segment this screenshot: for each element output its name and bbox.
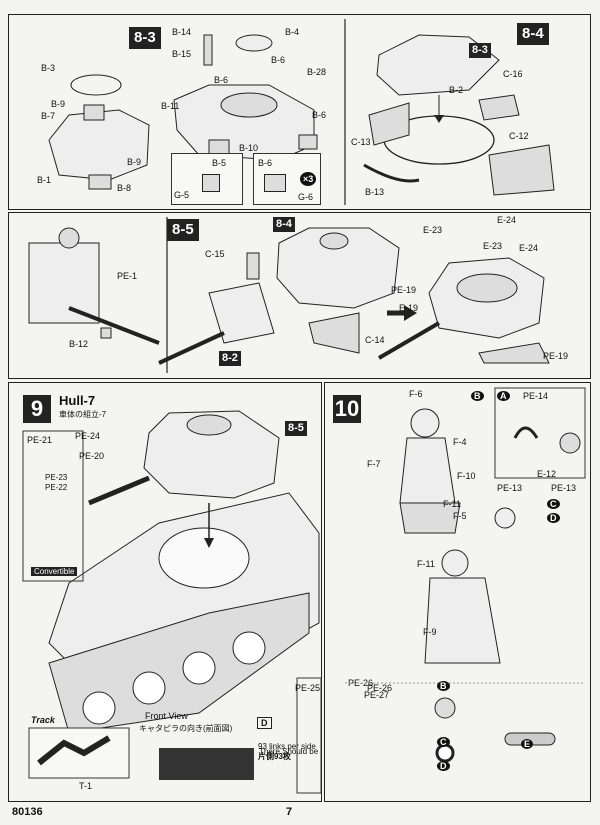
part-pe22: PE-22 xyxy=(45,483,68,492)
part-b9-a: B-9 xyxy=(51,99,66,109)
part-pe14: PE-14 xyxy=(523,391,549,401)
part-f6: F-6 xyxy=(409,389,423,399)
part-b9-b: B-9 xyxy=(127,157,142,167)
part-f10: F-10 xyxy=(457,471,476,481)
step-8-3-ref-badge: 8-3 xyxy=(469,43,491,58)
front-view-jp: キャタピラの向き(前面図) xyxy=(139,724,233,733)
part-b7: B-7 xyxy=(41,111,56,121)
letter-b-2: B xyxy=(437,681,450,691)
part-b8: B-8 xyxy=(117,183,132,193)
part-t1: T-1 xyxy=(79,781,93,791)
step-9-hull-panel: 9 Hull-7 車体の組立-7 8-5 PE-21 PE-24 PE-20 P… xyxy=(8,382,392,802)
track-letter-d: D xyxy=(257,717,272,729)
part-e23-b: E-23 xyxy=(483,241,503,251)
part-b11: B-11 xyxy=(161,101,180,111)
part-b10: B-10 xyxy=(239,143,259,153)
part-b2: B-2 xyxy=(449,85,464,95)
part-pe13-b: PE-13 xyxy=(551,483,577,493)
step-8-3-badge: 8-3 xyxy=(129,27,161,49)
part-b12: B-12 xyxy=(69,339,89,349)
letter-b-1: B xyxy=(471,391,484,401)
links-per-side: 93 links per side xyxy=(258,742,316,751)
g6-part-shape xyxy=(264,174,286,192)
part-pe13-a: PE-13 xyxy=(497,483,523,493)
part-g5: G-5 xyxy=(174,190,190,200)
step-8-5-panel: 8-5 8-4 8-2 PE-1 B-12 C-15 C-14 E-23 E-2… xyxy=(8,212,591,379)
part-b3: B-3 xyxy=(41,63,56,73)
letter-d-2: D xyxy=(437,761,450,771)
letter-c-1: C xyxy=(547,499,560,509)
hull-assembly-drawing xyxy=(22,410,322,794)
part-f4: F-4 xyxy=(453,437,467,447)
b5-g5-detail-box: B-5 G-5 xyxy=(171,153,243,205)
part-b6-b: B-6 xyxy=(214,75,229,85)
part-b13: B-13 xyxy=(365,187,385,197)
part-b14: B-14 xyxy=(172,27,192,37)
part-c16: C-16 xyxy=(503,69,523,79)
step-10-figures-panel: 10 F-6 F-4 F-7 F-10 F-11 F-5 F-11 F-9 PE… xyxy=(324,382,591,802)
track-title: Track xyxy=(31,715,55,725)
part-c15: C-15 xyxy=(205,249,225,259)
part-b6-c: B-6 xyxy=(312,110,327,120)
part-f11-b: F-11 xyxy=(417,559,435,569)
should-be-text: There Should be xyxy=(259,747,319,756)
hull-title: Hull-7 xyxy=(59,393,96,408)
part-c13: C-13 xyxy=(351,137,371,147)
track-links-info: 93 links per side 片側93枚 xyxy=(258,742,324,762)
part-c12: C-12 xyxy=(509,131,529,141)
product-code: 80136 xyxy=(12,806,43,818)
letter-e: E xyxy=(521,739,534,749)
part-f9: F-9 xyxy=(423,627,437,637)
part-pe1: PE-1 xyxy=(117,271,138,281)
part-e23-a: E-23 xyxy=(423,225,443,235)
part-pe27-label: PE-27 xyxy=(364,690,390,700)
part-pe23: PE-23 xyxy=(45,473,68,482)
part-e12: E-12 xyxy=(537,469,557,479)
part-b5: B-5 xyxy=(212,158,227,168)
step-8-4-badge: 8-4 xyxy=(517,23,549,45)
part-pe21: PE-21 xyxy=(27,435,53,445)
part-pe26: PE-26 xyxy=(367,683,393,693)
step-8-5-badge: 8-5 xyxy=(167,219,199,241)
step-8-2-ref-badge: 8-2 xyxy=(219,351,241,366)
part-f7: F-7 xyxy=(367,459,381,469)
letter-a: A xyxy=(497,391,510,401)
quantity-x3: ×3 xyxy=(300,172,317,186)
g5-part-shape xyxy=(202,174,220,192)
part-f5: F-5 xyxy=(453,511,467,521)
letter-c-2: C xyxy=(437,737,450,747)
part-b4: B-4 xyxy=(285,27,300,37)
part-pe19-a: PE-19 xyxy=(391,285,417,295)
part-g6: G-6 xyxy=(298,192,314,202)
page-number: 7 xyxy=(286,806,293,818)
part-b6-a: B-6 xyxy=(271,55,286,65)
part-c14: C-14 xyxy=(365,335,385,345)
part-pe19-b: PE-19 xyxy=(543,351,569,361)
part-b28: B-28 xyxy=(307,67,327,77)
hull-subtitle: 車体の組立-7 xyxy=(59,410,107,419)
part-pe24: PE-24 xyxy=(75,431,101,441)
step-9-badge: 9 xyxy=(23,395,51,423)
part-b1: B-1 xyxy=(37,175,52,185)
part-e24-a: E-24 xyxy=(497,215,517,225)
b6-g6-detail-box: B-6 ×3 G-6 xyxy=(253,153,321,205)
turret-gun-drawing xyxy=(28,217,550,373)
letter-d-1: D xyxy=(547,513,560,523)
part-pe25: PE-25 xyxy=(295,683,321,693)
part-pe26-label: PE-26 xyxy=(348,678,374,688)
convertible-tag: Convertible xyxy=(31,567,78,576)
part-b15: B-15 xyxy=(172,49,192,59)
part-pe20: PE-20 xyxy=(79,451,105,461)
links-per-side-jp: 片側93枚 xyxy=(258,752,291,761)
part-e19: E-19 xyxy=(399,303,419,313)
step-8-5-ref-badge: 8-5 xyxy=(285,421,307,436)
figures-drawing xyxy=(345,387,586,763)
step-8-4-ref-badge: 8-4 xyxy=(273,217,295,232)
step-8-3-8-4-panel: 8-3 8-4 8-3 B-14 B-4 B-15 B-6 B-28 B-3 B… xyxy=(8,14,591,210)
part-f11-a: F-11 xyxy=(443,499,461,509)
part-b6-d: B-6 xyxy=(258,158,273,168)
part-e24-b: E-24 xyxy=(519,243,539,253)
step-10-badge: 10 xyxy=(333,395,361,423)
front-view-label: Front View xyxy=(145,711,188,721)
